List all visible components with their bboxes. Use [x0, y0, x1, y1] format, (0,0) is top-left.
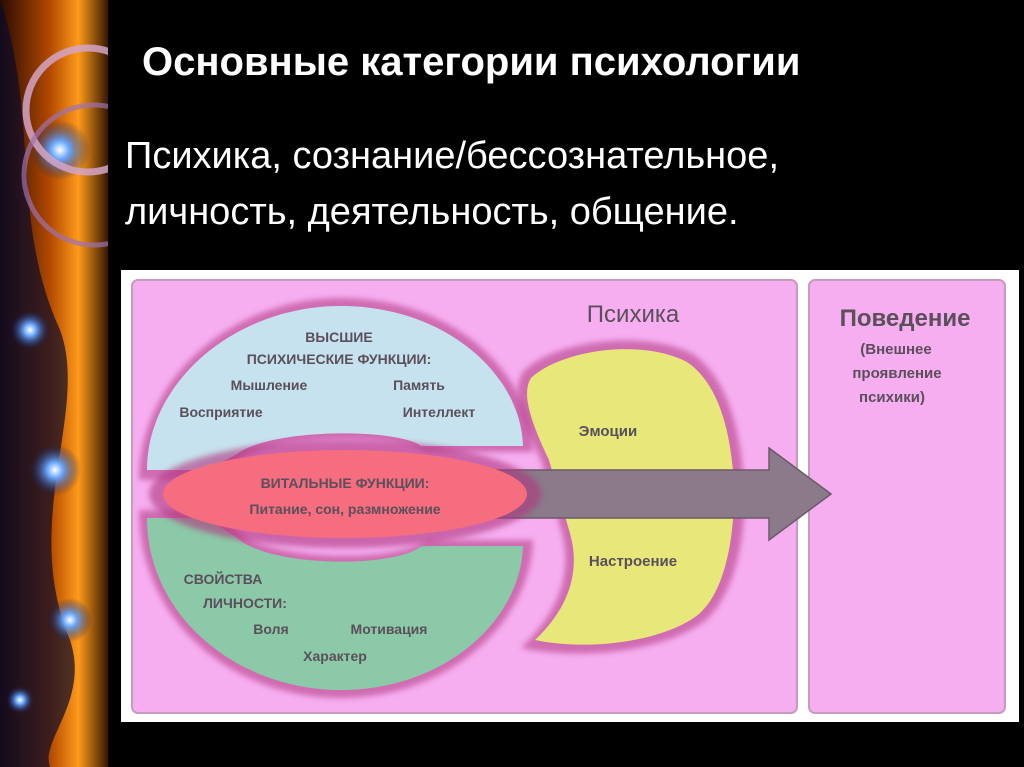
psyche-diagram: Психика Поведение (Внешнее проявление пс…: [121, 270, 1019, 722]
behavior-note-1: (Внешнее: [860, 341, 931, 358]
higher-functions-title-2: ПСИХИЧЕСКИЕ ФУНКЦИИ:: [247, 351, 432, 367]
vital-functions-items: Питание, сон, размножение: [249, 501, 440, 517]
personality-motivation: Мотивация: [351, 621, 428, 637]
subtitle-line-2: личность, деятельность, общение.: [125, 191, 739, 233]
behavior-note-2: проявление: [852, 365, 941, 382]
psyche-label: Психика: [587, 301, 680, 328]
vital-functions-shape: [163, 450, 527, 538]
decorative-left-strip: [0, 0, 112, 767]
emotions-label: Эмоции: [579, 423, 637, 440]
higher-function-thinking: Мышление: [231, 377, 308, 393]
higher-functions-title-1: ВЫСШИЕ: [305, 329, 372, 345]
personality-character: Характер: [303, 648, 367, 664]
higher-functions-shape: [147, 306, 523, 470]
subtitle-line-1: Психика, сознание/бессознательное,: [125, 135, 779, 177]
slide-title: Основные категории психологии: [142, 40, 801, 84]
behavior-title: Поведение: [840, 305, 971, 332]
higher-function-perception: Восприятие: [179, 404, 263, 420]
slide-subtitle: Психика, сознание/бессознательное, лично…: [125, 128, 1005, 240]
personality-shape: [147, 518, 523, 690]
behavior-arrow: [480, 446, 833, 542]
mood-label: Настроение: [589, 553, 677, 570]
personality-title-2: ЛИЧНОСТИ:: [203, 595, 287, 611]
higher-function-intellect: Интеллект: [403, 404, 476, 420]
behavior-note-3: психики): [859, 389, 925, 406]
personality-title-1: СВОЙСТВА: [184, 570, 263, 587]
vital-functions-title: ВИТАЛЬНЫЕ ФУНКЦИИ:: [261, 475, 430, 491]
higher-function-memory: Память: [393, 377, 445, 393]
personality-will: Воля: [253, 621, 288, 637]
